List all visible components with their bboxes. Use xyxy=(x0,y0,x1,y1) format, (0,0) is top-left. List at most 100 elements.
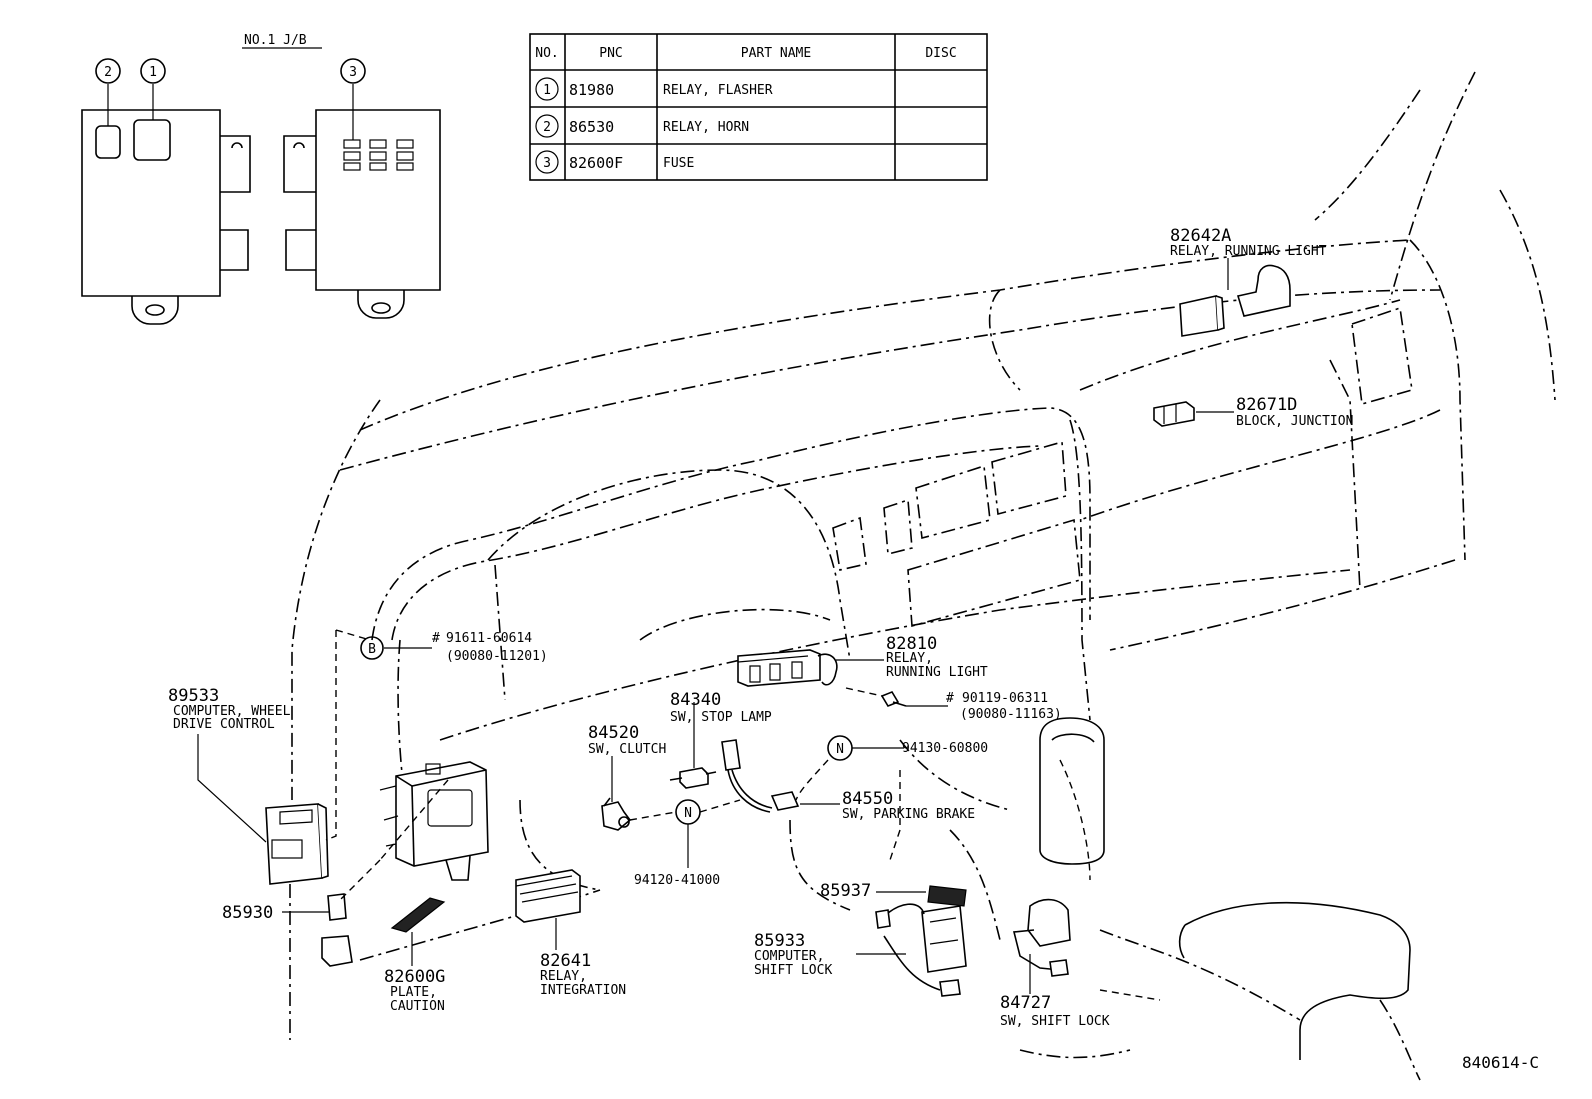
junction-block-installed-shape xyxy=(379,761,489,881)
table-row: 3 82600F FUSE xyxy=(535,150,694,174)
table-cell-no: 3 xyxy=(543,156,551,171)
figure-code: 840614-C xyxy=(1462,1053,1539,1072)
table-cell-pnc: 81980 xyxy=(569,81,614,99)
callout-pnc: 84340 xyxy=(670,690,721,710)
callout-pnc: 84520 xyxy=(588,723,639,743)
callout-hash: # xyxy=(946,691,954,706)
callout-pnc: 85937 xyxy=(820,881,871,901)
table-header-part-name: PART NAME xyxy=(741,46,811,61)
marker-3-circle xyxy=(340,58,366,84)
callout-pnc: 91611-60614 xyxy=(446,631,532,646)
callout-part-name: PLATE, xyxy=(390,985,437,1000)
callout-part-name: SW, PARKING BRAKE xyxy=(842,807,975,822)
callout-pnc: 82810 xyxy=(886,634,937,654)
callout-part-name-line2: DRIVE CONTROL xyxy=(173,717,275,732)
callout-pnc: 84550 xyxy=(842,789,893,809)
switch-shift-lock-shape xyxy=(1012,898,1071,977)
callout-part-name-line2: RUNNING LIGHT xyxy=(886,665,988,680)
callout-pnc: 94120-41000 xyxy=(634,873,720,888)
marker-1-label: 1 xyxy=(149,65,157,80)
junction-block-inset: NO.1 J/B 2 1 xyxy=(81,33,441,325)
table-row: 2 86530 RELAY, HORN xyxy=(535,114,749,138)
callout-part-name: SW, STOP LAMP xyxy=(670,710,772,725)
callout-82642A: 82642A RELAY, RUNNING LIGHT xyxy=(1170,226,1327,259)
callout-91611-60614: B # 91611-60614 (90080-11201) xyxy=(360,631,548,664)
callout-pnc: 84727 xyxy=(1000,993,1051,1013)
computer-shift-lock-shape xyxy=(875,885,967,997)
marker-2-label: 2 xyxy=(104,65,112,80)
marker-letter: B xyxy=(368,642,376,657)
fuse-array xyxy=(343,139,414,171)
leader-lines xyxy=(197,258,1234,994)
junction-block-rear-view: 3 xyxy=(283,58,441,319)
marker-circle xyxy=(675,799,701,825)
callout-part-name: RELAY, xyxy=(540,969,587,984)
callout-82810: 82810 RELAY, RUNNING LIGHT xyxy=(886,634,988,680)
junction-block-title: NO.1 J/B xyxy=(244,33,307,48)
callout-85930: 85930 xyxy=(222,903,273,923)
relay-horn-slot xyxy=(95,125,121,159)
table-cell-part-name: RELAY, HORN xyxy=(663,120,749,135)
switch-stop-lamp-shape xyxy=(669,767,717,789)
table-header-no: NO. xyxy=(535,46,558,61)
junction-block-front-view: 2 1 xyxy=(81,58,251,325)
relay-integration-shape xyxy=(515,869,581,923)
marker-circle xyxy=(360,636,384,660)
switch-clutch-shape xyxy=(601,797,632,831)
callout-82600G: 82600G PLATE, CAUTION xyxy=(384,967,445,1014)
table-row: 1 81980 RELAY, FLASHER xyxy=(535,77,773,101)
callout-pnc: 85933 xyxy=(754,931,805,951)
callout-94130-60800: N 94130-60800 xyxy=(827,735,988,761)
table-cell-part-name: RELAY, FLASHER xyxy=(663,83,773,98)
callout-alt-pnc: (90080-11201) xyxy=(446,649,548,664)
table-cell-pnc: 86530 xyxy=(569,118,614,136)
callout-part-name-line2: CAUTION xyxy=(390,999,445,1014)
callout-part-name: RELAY, RUNNING LIGHT xyxy=(1170,244,1327,259)
marker-letter: N xyxy=(684,806,692,821)
table-cell-no: 1 xyxy=(543,83,551,98)
callout-82641: 82641 RELAY, INTEGRATION xyxy=(540,951,626,998)
marker-2-circle xyxy=(95,58,121,84)
callout-84727: 84727 SW, SHIFT LOCK xyxy=(1000,993,1110,1029)
table-header-disc: DISC xyxy=(925,46,956,61)
callout-part-name-line2: SHIFT LOCK xyxy=(754,963,832,978)
plate-caution-shape xyxy=(390,897,446,933)
marker-3-label: 3 xyxy=(349,65,357,80)
table-header-pnc: PNC xyxy=(599,46,622,61)
callout-part-name: SW, SHIFT LOCK xyxy=(1000,1014,1110,1029)
callout-part-name: COMPUTER, WHEEL xyxy=(173,704,291,719)
callout-part-name: SW, CLUTCH xyxy=(588,742,666,757)
callout-94120-41000: N 94120-41000 xyxy=(634,799,720,888)
marker-1-circle xyxy=(140,58,166,84)
callout-pnc: 82600G xyxy=(384,967,445,987)
marker-letter: N xyxy=(836,742,844,757)
table-cell-pnc: 82600F xyxy=(569,154,623,172)
callout-pnc: 82671D xyxy=(1236,395,1297,415)
block-junction-82671D-shape xyxy=(1153,401,1195,427)
parts-table: NO. PNC PART NAME DISC 1 81980 RELAY, FL… xyxy=(529,33,988,181)
callout-pnc: 82641 xyxy=(540,951,591,971)
callout-90119-06311: # 90119-06311 (90080-11163) xyxy=(946,691,1062,722)
callout-84550: 84550 SW, PARKING BRAKE xyxy=(842,789,975,822)
callout-pnc: 82642A xyxy=(1170,226,1231,246)
table-cell-no: 2 xyxy=(543,120,551,135)
callout-hash: # xyxy=(432,631,440,646)
relay-running-light-82642A-shape xyxy=(1179,264,1291,337)
callout-pnc: 85930 xyxy=(222,903,273,923)
relay-running-light-82810-shape xyxy=(737,649,838,687)
table-cell-part-name: FUSE xyxy=(663,156,694,171)
relay-flasher-slot xyxy=(133,119,171,161)
callout-part-name: RELAY, xyxy=(886,651,933,666)
shift-lever-boot xyxy=(1039,717,1105,865)
computer-wheel-drive-shape xyxy=(265,803,329,885)
callout-part-name-line2: INTEGRATION xyxy=(540,983,626,998)
callout-pnc: 89533 xyxy=(168,686,219,706)
callout-84520: 84520 SW, CLUTCH xyxy=(588,723,666,757)
callout-alt-pnc: (90080-11163) xyxy=(960,707,1062,722)
callout-part-name: BLOCK, JUNCTION xyxy=(1236,414,1353,429)
callout-pnc: 94130-60800 xyxy=(902,741,988,756)
console-armrest xyxy=(1184,901,1411,1060)
relay-85930-shape xyxy=(321,893,353,967)
callout-85937: 85937 xyxy=(820,881,871,901)
